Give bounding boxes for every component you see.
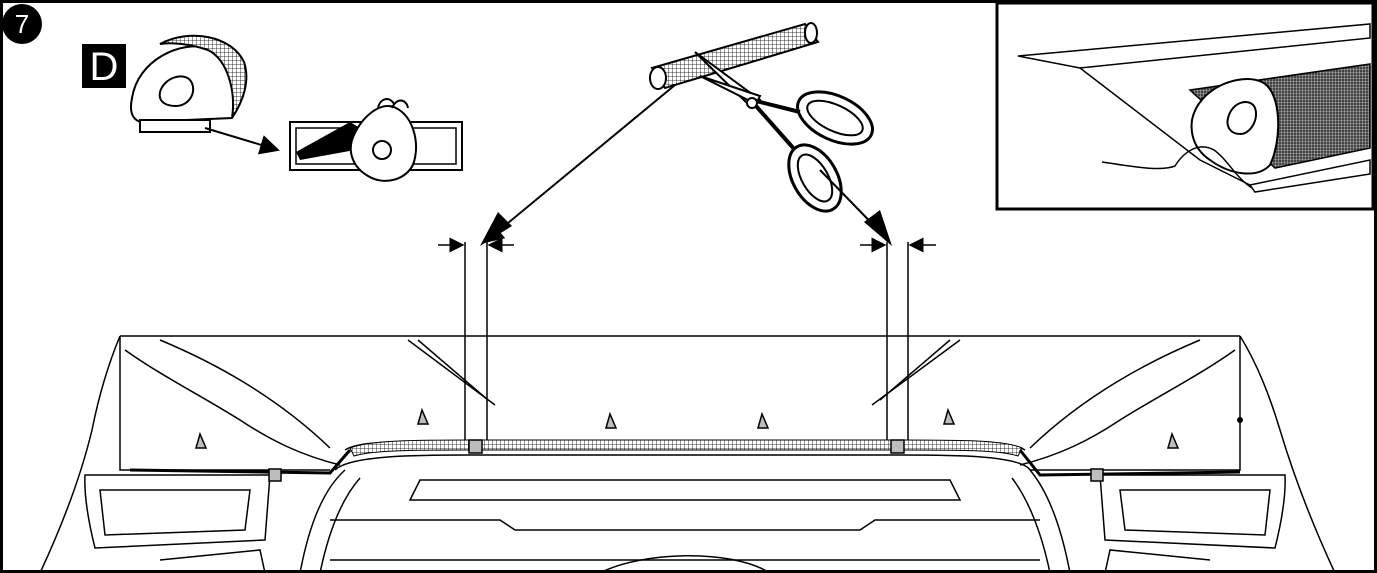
- mounting-tab: [195, 407, 1180, 449]
- mesh-roll-icon: [649, 22, 820, 90]
- clip: [890, 439, 905, 454]
- inset-detail: [995, 1, 1375, 211]
- marker-dot: [1237, 417, 1243, 423]
- arrow-icon: [204, 127, 280, 155]
- side-trim-left: [129, 449, 352, 475]
- arrow-icon: [864, 210, 892, 246]
- clip: [1090, 468, 1104, 482]
- step-number: 7: [15, 9, 29, 39]
- trim-piece-icon: [130, 34, 248, 133]
- arrow-icon: [483, 84, 676, 244]
- side-trim-right: [1018, 449, 1241, 477]
- vehicle-hood: [39, 335, 1336, 573]
- mesh-strip: [349, 439, 1023, 457]
- cut-dimension-icon: [438, 237, 936, 445]
- clip: [468, 439, 483, 454]
- hand-press-icon: [289, 98, 463, 182]
- detail-badge-bg: [82, 44, 126, 88]
- clip: [268, 468, 282, 482]
- scissors-icon: [694, 51, 874, 213]
- arrow-icon: [480, 212, 512, 246]
- step-badge-bg: [2, 4, 42, 44]
- detail-label: D: [90, 45, 119, 89]
